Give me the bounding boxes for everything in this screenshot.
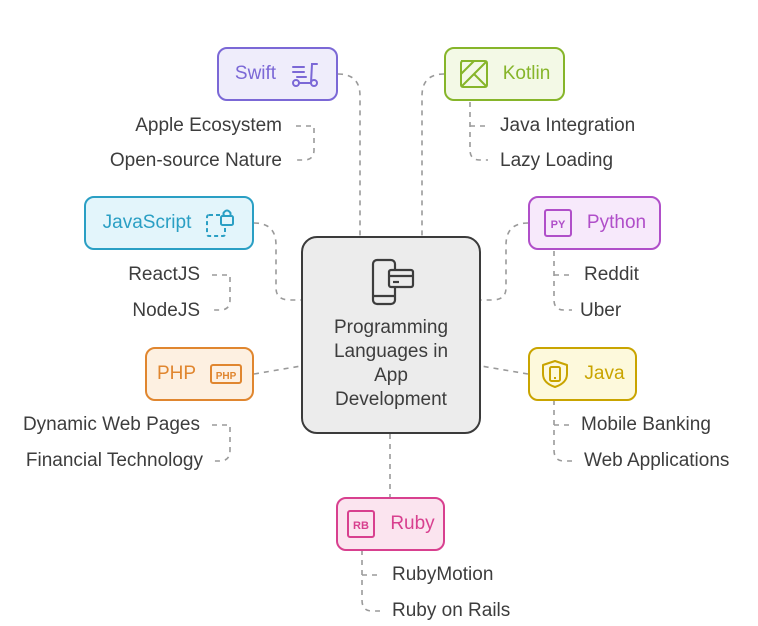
child-apple-ecosystem: Apple Ecosystem — [135, 115, 282, 136]
kotlin-logo-icon — [459, 60, 488, 88]
child-dynamic-web-pages: Dynamic Web Pages — [22, 414, 200, 435]
child-financial-technology: Financial Technology — [25, 450, 203, 471]
node-javascript[interactable]: JavaScript — [84, 196, 254, 250]
center-title: Programming Languages in App Development — [334, 316, 448, 412]
node-label: Swift — [234, 63, 277, 84]
child-open-source-nature: Open-source Nature — [109, 150, 282, 171]
mobile-shield-icon — [542, 360, 569, 388]
svg-text:PY: PY — [551, 219, 566, 231]
node-label: Java — [584, 363, 625, 384]
node-label: Kotlin — [502, 63, 551, 84]
node-swift[interactable]: Swift — [217, 47, 338, 101]
php-badge-icon: PHP — [210, 364, 243, 384]
node-label: Python — [586, 212, 647, 233]
svg-text:PHP: PHP — [216, 371, 237, 382]
node-kotlin[interactable]: Kotlin — [444, 47, 565, 101]
child-web-applications: Web Applications — [584, 450, 730, 471]
node-php[interactable]: PHP PHP — [145, 347, 254, 401]
node-ruby[interactable]: RB Ruby — [336, 497, 445, 551]
child-reactjs: ReactJS — [128, 264, 200, 285]
scooter-icon — [292, 63, 319, 87]
child-ruby-on-rails: Ruby on Rails — [392, 600, 511, 621]
node-label: Ruby — [390, 513, 435, 534]
center-title-line: Development — [335, 389, 447, 410]
child-java-integration: Java Integration — [500, 115, 636, 136]
node-label: PHP — [156, 363, 197, 384]
python-file-icon: PY — [543, 209, 572, 237]
child-reddit: Reddit — [584, 264, 639, 285]
ruby-badge-icon: RB — [347, 510, 376, 538]
child-nodejs: NodeJS — [132, 300, 200, 321]
child-mobile-banking: Mobile Banking — [581, 414, 711, 435]
child-uber: Uber — [580, 300, 622, 321]
child-lazy-loading: Lazy Loading — [500, 150, 614, 171]
mobile-card-icon — [371, 258, 415, 306]
device-lock-icon — [206, 209, 235, 237]
node-java[interactable]: Java — [528, 347, 637, 401]
child-rubymotion: RubyMotion — [392, 564, 494, 585]
svg-text:RB: RB — [353, 520, 369, 532]
center-title-line: Programming — [333, 317, 449, 338]
center-title-line: App — [374, 365, 408, 386]
node-python[interactable]: PY Python — [528, 196, 661, 250]
center-topic-node[interactable]: Programming Languages in App Development — [301, 236, 481, 434]
center-title-line: Languages in — [333, 341, 449, 362]
node-label: JavaScript — [102, 212, 192, 233]
